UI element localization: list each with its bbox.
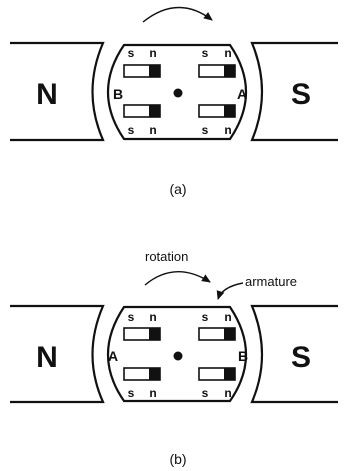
svg-text:s: s: [128, 123, 135, 137]
magnet-bottom-right: s n: [198, 104, 236, 137]
armature: [107, 43, 247, 141]
svg-text:n: n: [149, 46, 156, 60]
rotation-label: rotation: [145, 249, 188, 264]
left-pole-piece: [10, 41, 105, 142]
left-pole-label-b: N: [36, 341, 58, 374]
left-pole-piece-b: [10, 304, 105, 404]
rotation-arrow-b: [144, 271, 211, 286]
armature-label: armature: [245, 274, 297, 289]
svg-text:s: s: [202, 123, 209, 137]
panel-b: rotation armature N S A B s n s n: [10, 249, 338, 467]
svg-text:n: n: [224, 386, 231, 400]
pivot-dot-b: [173, 351, 183, 361]
svg-text:n: n: [224, 310, 231, 324]
svg-text:s: s: [128, 46, 135, 60]
right-brush-label-b: B: [238, 348, 248, 364]
magnet-bottom-left-b: s n: [123, 367, 161, 400]
svg-text:s: s: [202, 310, 209, 324]
svg-text:n: n: [149, 123, 156, 137]
pivot-dot: [173, 88, 183, 98]
caption-a: (a): [169, 181, 186, 197]
right-pole-piece-b: [250, 304, 338, 404]
armature-pointer: [216, 282, 244, 300]
panel-a: N S B A s n s n s n s n: [10, 6, 338, 197]
svg-text:n: n: [149, 310, 156, 324]
magnet-top-left-b: s n: [123, 310, 161, 341]
svg-text:s: s: [202, 46, 209, 60]
svg-text:s: s: [202, 386, 209, 400]
svg-text:n: n: [224, 46, 231, 60]
rotation-arrow: [142, 6, 213, 23]
svg-text:s: s: [128, 310, 135, 324]
magnet-bottom-left: s n: [123, 104, 161, 137]
magnet-top-right: s n: [198, 46, 236, 78]
svg-text:s: s: [128, 386, 135, 400]
right-pole-piece: [250, 41, 338, 142]
right-pole-label: S: [291, 78, 311, 111]
left-pole-label: N: [36, 78, 58, 111]
armature-b: [107, 305, 247, 403]
magnet-top-right-b: s n: [198, 310, 236, 341]
left-brush-label: B: [113, 86, 123, 102]
right-brush-label: A: [237, 86, 247, 102]
magnet-top-left: s n: [123, 46, 161, 78]
svg-text:n: n: [224, 123, 231, 137]
left-brush-label-b: A: [108, 348, 118, 364]
svg-text:n: n: [149, 386, 156, 400]
right-pole-label-b: S: [291, 341, 311, 374]
magnet-bottom-right-b: s n: [198, 367, 236, 400]
caption-b: (b): [169, 451, 186, 467]
